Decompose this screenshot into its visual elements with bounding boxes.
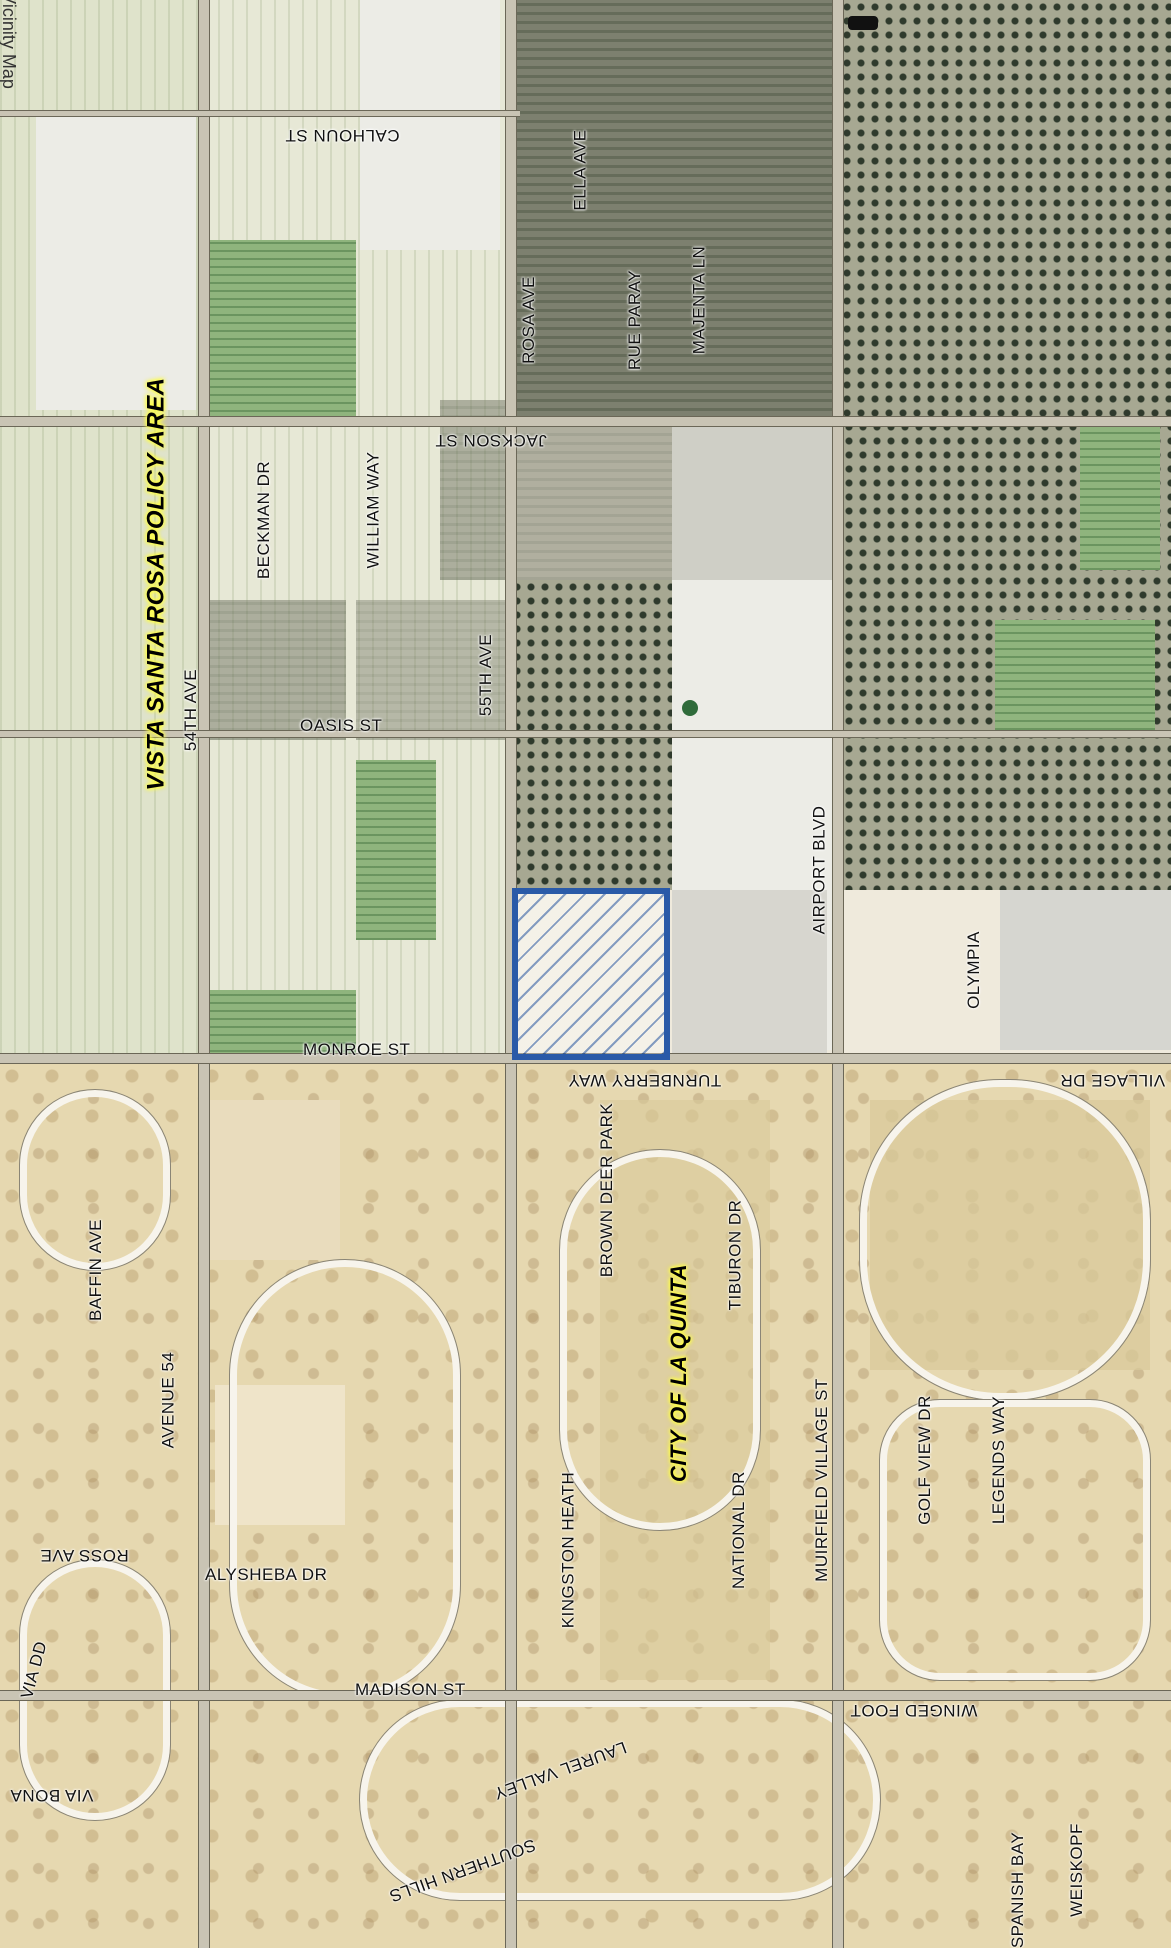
bare-field	[1000, 890, 1171, 1050]
farmland-area	[206, 600, 346, 740]
street-label-54th-ave: 54TH AVE	[181, 668, 201, 752]
street-label-baffin-ave: BAFFIN AVE	[86, 1219, 105, 1321]
street-label-rue-paray: RUE PARAY	[625, 269, 645, 371]
street-label-airport-blvd: AIRPORT BLVD	[809, 805, 829, 935]
street-label-muirfield-village-st: MUIRFIELD VILLAGE ST	[811, 1378, 831, 1582]
street-label-national-dr: NATIONAL DR	[728, 1471, 748, 1589]
street-label-winged-foot: WINGED FOOT	[850, 1701, 978, 1720]
street-label-55th-ave: 55TH AVE	[476, 633, 496, 717]
policy-area-label: VISTA SANTA ROSA POLICY AREA	[142, 377, 170, 791]
street-label-william-way: WILLIAM WAY	[363, 451, 383, 569]
orchard-area	[840, 0, 1171, 420]
map-title: Vicinity Map	[0, 0, 19, 89]
farmland-area	[1080, 420, 1160, 570]
road-calhoun-st	[0, 110, 520, 117]
street-label-calhoun-st: CALHOUN ST	[285, 126, 400, 145]
subject-site-boundary	[512, 888, 670, 1060]
street-label-village-dr: VILLAGE DR	[1060, 1071, 1166, 1090]
street-label-olympia: OLYMPIA	[963, 931, 983, 1009]
orchard-area	[440, 400, 680, 580]
street-label-jackson-st: JACKSON ST	[435, 431, 547, 450]
street-label-weiskopf: WEISKOPF	[1066, 1823, 1086, 1917]
map-marker	[848, 16, 878, 30]
residential-street	[879, 1399, 1151, 1681]
farmland-area	[356, 600, 506, 740]
farmland-area	[206, 990, 356, 1060]
residential-street	[859, 1079, 1151, 1401]
street-label-brown-deer-park: BROWN DEER PARK	[597, 1102, 617, 1278]
street-label-legends-way: LEGENDS WAY	[989, 1395, 1009, 1525]
farmland-area	[206, 240, 356, 420]
street-label-alysheba-dr: ALYSHEBA DR	[205, 1565, 328, 1584]
residential-street	[559, 1149, 761, 1531]
street-label-golf-view-dr: GOLF VIEW DR	[914, 1395, 934, 1525]
farmland-area	[995, 620, 1155, 730]
site-marker-dot	[682, 700, 698, 716]
street-label-turnberry-way: TURNBERRY WAY	[568, 1071, 722, 1090]
road-oasis-st	[0, 730, 1171, 738]
bare-field	[672, 420, 842, 590]
road-jackson-st	[0, 416, 1171, 427]
street-label-kingston-heath: KINGSTON HEATH	[558, 1471, 578, 1629]
bare-field	[672, 890, 827, 1055]
residential-street	[229, 1259, 461, 1701]
city-label: CITY OF LA QUINTA	[666, 1263, 692, 1483]
street-label-avenue-54: AVENUE 54	[158, 1351, 178, 1449]
road-54th-ave	[198, 0, 210, 1948]
street-label-majenta-ln: MAJENTA LN	[689, 245, 709, 355]
street-label-spanish-bay: SPANISH BAY	[1008, 1831, 1028, 1948]
residential-street	[19, 1089, 171, 1271]
golf-course	[210, 1100, 340, 1260]
street-label-oasis-st: OASIS ST	[300, 716, 383, 735]
street-label-monroe-st: MONROE ST	[303, 1040, 411, 1059]
farmland-area	[36, 110, 196, 410]
farmland-area	[360, 0, 500, 250]
street-label-rosa-ave: ROSA AVE	[518, 276, 538, 364]
street-label-ella-ave: ELLA AVE	[570, 129, 590, 211]
street-label-ross-ave: ROSS AVE	[40, 1546, 129, 1565]
farmland-area	[356, 760, 436, 940]
street-label-madison-st: MADISON ST	[355, 1680, 466, 1699]
residential-street	[359, 1699, 881, 1901]
road-madison-st	[0, 1690, 1171, 1701]
street-label-via-bona: VIA BONA	[10, 1786, 94, 1805]
street-label-beckman-dr: BECKMAN DR	[254, 460, 274, 580]
street-label-tiburon-dr: TIBURON DR	[725, 1199, 745, 1311]
road-airport-blvd	[832, 0, 844, 1948]
